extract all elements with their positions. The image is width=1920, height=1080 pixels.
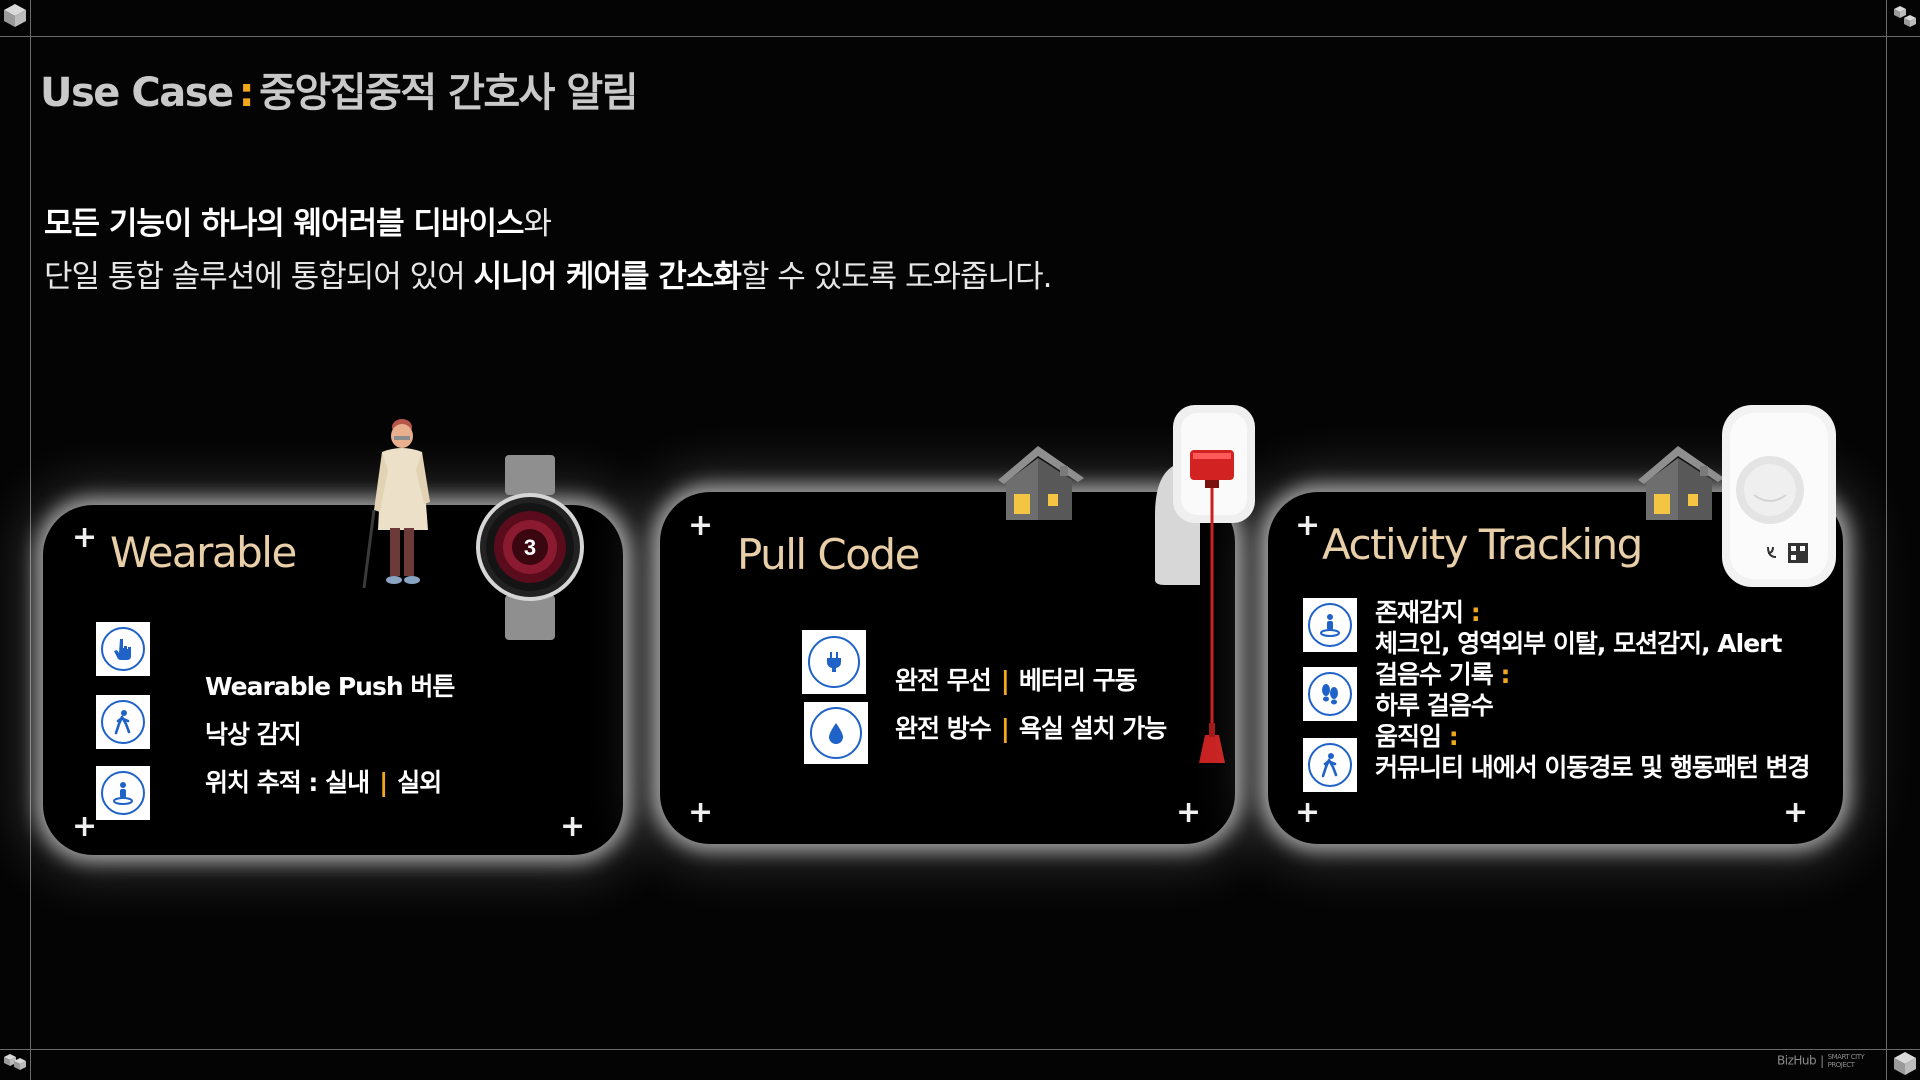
activity-movement-detail: 커뮤니티 내에서 이동경로 및 행동패턴 변경 [1375, 753, 1811, 782]
house-icon [998, 446, 1084, 520]
frame-bottom-line [0, 1049, 1920, 1050]
footer-sep: | [1820, 1053, 1824, 1068]
cube-cluster-icon [1894, 6, 1916, 27]
plus-icon: + [1295, 795, 1321, 830]
wearable-feature-fall: 낙상 감지 [205, 720, 302, 749]
smartwatch-illustration: 3 [476, 455, 584, 640]
page-title: Use Case:중앙집중적 간호사 알림 [40, 60, 638, 118]
pull-code-title: Pull Code [737, 530, 920, 579]
water-drop-icon [804, 702, 868, 764]
senior-person-illustration [362, 419, 430, 589]
house-icon [1638, 446, 1724, 520]
motion-sensor-illustration [1722, 405, 1836, 587]
intro-line-2: 단일 통합 솔루션에 통합되어 있어 시니어 케어를 간소화할 수 있도록 도와… [44, 251, 1053, 304]
activity-presence-detail: 체크인, 영역외부 이탈, 모션감지, Alert [1375, 629, 1782, 658]
wearable-feature-push: Wearable Push 버튼 [205, 672, 455, 701]
plus-icon: + [688, 508, 714, 543]
pull-code-feature-wireless: 완전 무선|베터리 구동 [895, 666, 1138, 695]
hand-pointer-icon [96, 622, 150, 676]
wearable-feature-location: 위치 추적 : 실내|실외 [205, 768, 442, 797]
intro-line-1-bold: 모든 기능이 하나의 웨어러블 디바이스 [44, 206, 524, 242]
intro-line-1: 모든 기능이 하나의 웨어러블 디바이스와 [44, 198, 1051, 251]
location-person-icon [96, 766, 150, 820]
page-title-colon: : [238, 70, 255, 116]
cube-icon [1894, 1052, 1916, 1075]
activity-steps-label: 걸음수 기록 : [1375, 660, 1510, 689]
intro-text: 모든 기능이 하나의 웨어러블 디바이스와 단일 통합 솔루션에 통합되어 있어… [44, 198, 1053, 304]
walking-person-icon [1303, 738, 1357, 792]
plus-icon: + [72, 809, 98, 844]
cube-icon [4, 4, 26, 27]
intro-line-2-bold: 시니어 케어를 간소화 [473, 259, 742, 295]
wearable-title: Wearable [110, 528, 297, 577]
plus-icon: + [1783, 795, 1809, 830]
frame-top-line [0, 36, 1920, 37]
location-person-icon [1303, 598, 1357, 652]
plus-icon: + [1295, 508, 1321, 543]
plug-icon [802, 630, 866, 694]
plus-icon: + [72, 520, 98, 555]
activity-movement-label: 움직임 : [1375, 722, 1459, 751]
plus-icon: + [1176, 795, 1202, 830]
frame-right-line [1886, 0, 1887, 1080]
intro-line-2-end: 할 수 있도록 도와줍니다. [740, 259, 1053, 295]
watch-number: 3 [524, 535, 536, 560]
activity-steps-detail: 하루 걸음수 [1375, 691, 1494, 720]
activity-presence-label: 존재감지 : [1375, 598, 1481, 627]
intro-line-2-start: 단일 통합 솔루션에 통합되어 있어 [44, 259, 474, 295]
plus-icon: + [688, 795, 714, 830]
pull-code-card [660, 492, 1235, 844]
intro-line-1-rest: 와 [523, 206, 553, 242]
frame-left-line [30, 0, 31, 1080]
footprints-icon [1303, 667, 1357, 721]
footer-brand: BizHub [1777, 1053, 1817, 1068]
page-title-ko: 중앙집중적 간호사 알림 [259, 70, 638, 116]
pull-code-feature-waterproof: 완전 방수|욕실 설치 가능 [895, 714, 1167, 743]
page-title-en: Use Case [40, 70, 234, 116]
cube-cluster-icon [4, 1054, 26, 1070]
activity-tracking-title: Activity Tracking [1322, 520, 1643, 569]
plus-icon: + [560, 809, 586, 844]
pull-cord-device-illustration [1155, 405, 1255, 763]
walking-person-icon [96, 695, 150, 749]
